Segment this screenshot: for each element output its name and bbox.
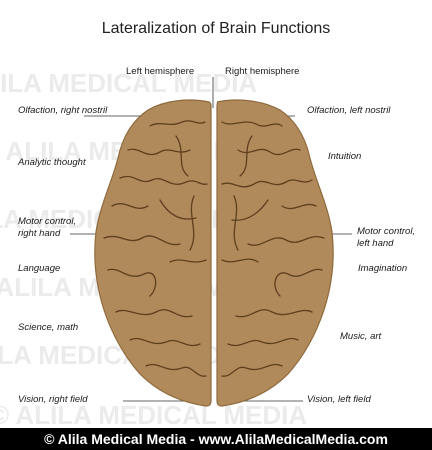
motor-control-left-hand-line2: left hand bbox=[357, 238, 394, 249]
left-hemisphere-shape bbox=[94, 99, 212, 407]
vision-left-field-label: Vision, left field bbox=[307, 394, 371, 405]
analytic-thought-label: Analytic thought bbox=[18, 157, 86, 168]
right-sulci bbox=[221, 121, 325, 377]
intuition-label: Intuition bbox=[328, 151, 362, 162]
imagination-label: Imagination bbox=[358, 263, 408, 274]
footer-credit-text: © Alila Medical Media - www.AlilaMedical… bbox=[44, 431, 388, 447]
motor-control-right-hand-line2: right hand bbox=[18, 228, 61, 239]
footer-credit-bar: © Alila Medical Media - www.AlilaMedical… bbox=[0, 428, 432, 450]
motor-control-right-hand-line1: Motor control, bbox=[18, 216, 77, 227]
left-hemisphere-label: Left hemisphere bbox=[126, 66, 195, 77]
language-label: Language bbox=[18, 263, 61, 274]
olfaction-right-nostril-label: Olfaction, right nostril bbox=[18, 105, 108, 116]
left-sulci bbox=[103, 120, 208, 377]
right-hemisphere-label: Right hemisphere bbox=[225, 66, 300, 77]
diagram-title: Lateralization of Brain Functions bbox=[101, 20, 331, 37]
music-art-label: Music, art bbox=[340, 331, 382, 342]
science-math-label: Science, math bbox=[18, 322, 79, 333]
motor-control-left-hand-line1: Motor control, bbox=[357, 226, 416, 237]
vision-right-field-label: Vision, right field bbox=[18, 394, 88, 405]
right-hemisphere-shape bbox=[216, 99, 334, 407]
brain-illustration bbox=[70, 77, 352, 407]
olfaction-left-nostril-label: Olfaction, left nostril bbox=[307, 105, 391, 116]
